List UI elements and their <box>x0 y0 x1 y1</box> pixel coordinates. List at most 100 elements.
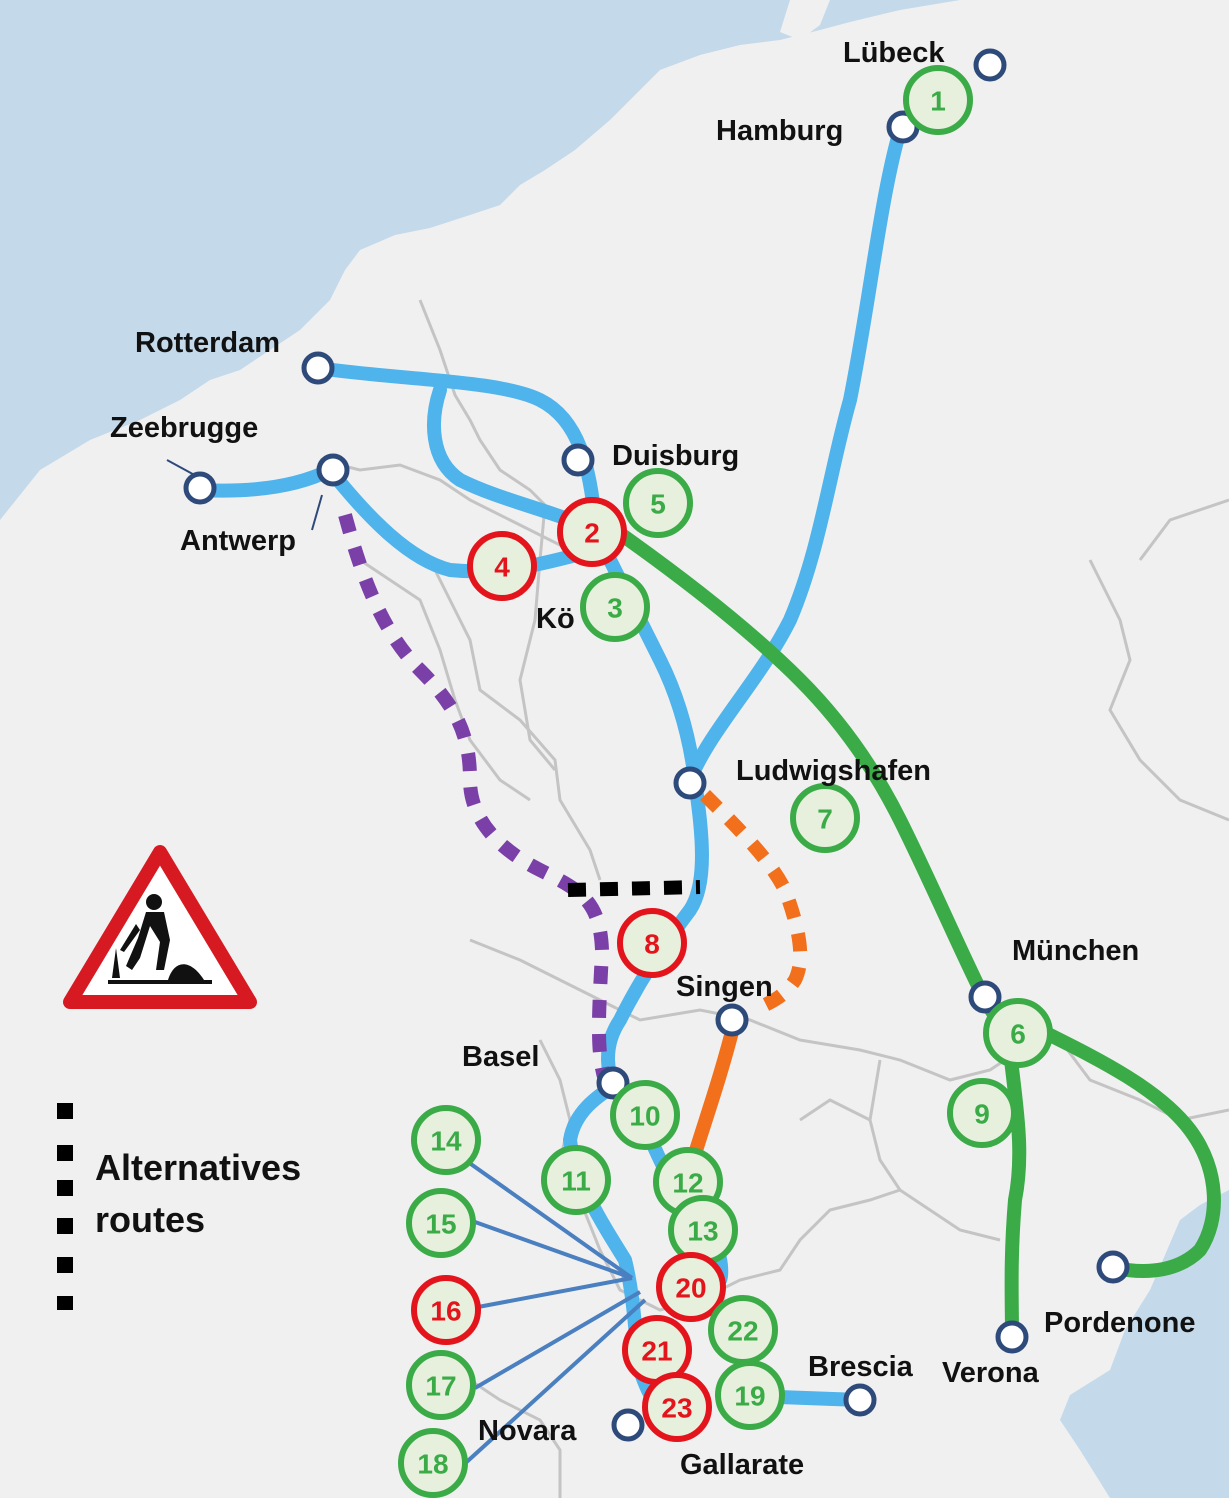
section-badge-17: 17 <box>406 1350 476 1420</box>
badge-circle <box>610 1080 680 1150</box>
badge-number: 5 <box>650 489 666 520</box>
badge-number: 12 <box>672 1168 703 1199</box>
city-label-zeebrugge: Zeebrugge <box>110 412 258 444</box>
badge-number: 10 <box>629 1101 660 1132</box>
city-node-brescia <box>843 1383 877 1417</box>
city-label-lubeck: Lübeck <box>843 37 945 69</box>
section-badge-1: 1 <box>903 65 973 135</box>
badge-circle <box>983 998 1053 1068</box>
section-badge-13: 13 <box>668 1195 738 1265</box>
city-label-duisburg: Duisburg <box>612 440 739 472</box>
legend-label-line1: Alternatives <box>95 1147 301 1188</box>
badge-number: 16 <box>430 1296 461 1327</box>
section-badge-9: 9 <box>947 1078 1017 1148</box>
legend-dotted-line-icon <box>57 1103 73 1310</box>
section-badge-16: 16 <box>411 1275 481 1345</box>
badge-circle <box>467 531 537 601</box>
city-label-basel: Basel <box>462 1041 539 1073</box>
badge-number: 7 <box>817 804 833 835</box>
city-node-ludwigshafen <box>673 766 707 800</box>
badge-number: 6 <box>1010 1019 1026 1050</box>
badge-number: 21 <box>641 1336 672 1367</box>
section-badge-6: 6 <box>983 998 1053 1068</box>
badge-number: 23 <box>661 1393 692 1424</box>
city-nodes <box>183 48 1130 1442</box>
badge-number: 2 <box>584 518 600 549</box>
city-label-hamburg: Hamburg <box>716 115 843 147</box>
city-label-novara: Novara <box>478 1415 577 1447</box>
city-label-pordenone: Pordenone <box>1044 1307 1195 1339</box>
badge-number: 18 <box>417 1449 448 1480</box>
city-label-rotterdam: Rotterdam <box>135 327 280 359</box>
section-badge-23: 23 <box>642 1372 712 1442</box>
badge-circle <box>623 468 693 538</box>
legend-label-line2: routes <box>95 1199 205 1240</box>
badge-circle <box>790 783 860 853</box>
city-node-lubeck <box>973 48 1007 82</box>
badge-number: 15 <box>425 1209 456 1240</box>
badge-number: 22 <box>727 1316 758 1347</box>
badge-number: 20 <box>675 1273 706 1304</box>
badge-number: 14 <box>430 1126 462 1157</box>
city-node-basel <box>596 1066 630 1100</box>
badge-circle <box>557 497 627 567</box>
city-label-gallarate: Gallarate <box>680 1449 804 1481</box>
badge-circle <box>411 1105 481 1175</box>
badge-circle <box>406 1350 476 1420</box>
city-label-munchen: München <box>1012 935 1139 967</box>
badge-number: 8 <box>644 929 660 960</box>
city-label-antwerp: Antwerp <box>180 525 296 557</box>
badge-number: 3 <box>607 593 623 624</box>
badge-circle <box>617 908 687 978</box>
badge-number: 11 <box>561 1166 591 1197</box>
city-node-verona <box>995 1320 1029 1354</box>
city-node-singen <box>715 1003 749 1037</box>
black-alternative-route <box>567 880 701 897</box>
section-badge-5: 5 <box>623 468 693 538</box>
section-badge-2: 2 <box>557 497 627 567</box>
section-badge-8: 8 <box>617 908 687 978</box>
section-badge-18: 18 <box>398 1428 468 1498</box>
purple-alternative-route <box>338 513 612 1083</box>
badge-circle <box>642 1372 712 1442</box>
city-label-verona: Verona <box>942 1357 1040 1389</box>
section-badge-7: 7 <box>790 783 860 853</box>
badge-number: 4 <box>494 552 510 583</box>
city-label-ludwigshafen: Ludwigshafen <box>736 755 931 787</box>
city-node-novara <box>611 1408 645 1442</box>
city-node-rotterdam <box>301 351 335 385</box>
badge-number: 9 <box>974 1099 990 1130</box>
section-badge-11: 11 <box>541 1145 611 1215</box>
badge-circle <box>656 1252 726 1322</box>
section-badge-19: 19 <box>715 1360 785 1430</box>
badge-number: 19 <box>734 1381 765 1412</box>
city-node-zeebrugge <box>183 471 217 505</box>
section-badge-22: 22 <box>708 1295 778 1365</box>
section-badge-14: 14 <box>411 1105 481 1175</box>
badge-circle <box>406 1188 476 1258</box>
badge-circle <box>580 572 650 642</box>
badge-circle <box>398 1428 468 1498</box>
section-badge-10: 10 <box>610 1080 680 1150</box>
badge-circle <box>947 1078 1017 1148</box>
city-node-antwerp <box>316 453 350 487</box>
city-labels: Lübeck Hamburg Rotterdam Zeebrugge Antwe… <box>110 37 1195 1481</box>
city-node-duisburg <box>561 443 595 477</box>
city-node-munchen <box>968 980 1002 1014</box>
badge-circle <box>708 1295 778 1365</box>
city-label-koln: Kö <box>536 603 575 635</box>
section-badge-20: 20 <box>656 1252 726 1322</box>
city-node-pordenone <box>1096 1250 1130 1284</box>
section-badge-21: 21 <box>622 1315 692 1385</box>
section-badge-15: 15 <box>406 1188 476 1258</box>
branch-lines <box>458 1160 647 1470</box>
section-badge-4: 4 <box>467 531 537 601</box>
green-corridor <box>608 523 1221 1342</box>
city-label-singen: Singen <box>676 971 773 1003</box>
badge-circle <box>903 65 973 135</box>
section-badge-3: 3 <box>580 572 650 642</box>
badge-circle <box>541 1145 611 1215</box>
badge-number: 17 <box>425 1371 456 1402</box>
